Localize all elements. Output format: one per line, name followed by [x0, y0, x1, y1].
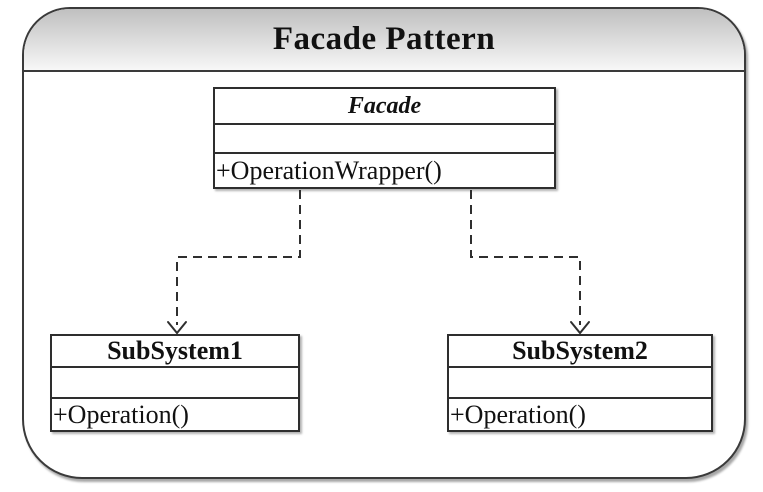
methods-compartment: +Operation() [450, 399, 586, 429]
attributes-compartment [449, 368, 711, 399]
attributes-compartment [52, 368, 298, 399]
attributes-compartment [215, 125, 554, 154]
methods-compartment: +OperationWrapper() [216, 155, 442, 185]
class-name: SubSystem2 [449, 336, 711, 368]
uml-class-subsystem1: SubSystem1 +Operation() [50, 334, 300, 432]
uml-class-subsystem2: SubSystem2 +Operation() [447, 334, 713, 432]
class-name: Facade [215, 89, 554, 125]
uml-class-facade: Facade +OperationWrapper() [213, 87, 556, 189]
class-name: SubSystem1 [52, 336, 298, 368]
methods-compartment: +Operation() [53, 399, 189, 429]
diagram-title: Facade Pattern [272, 21, 496, 57]
diagram-header: Facade Pattern [24, 9, 744, 72]
